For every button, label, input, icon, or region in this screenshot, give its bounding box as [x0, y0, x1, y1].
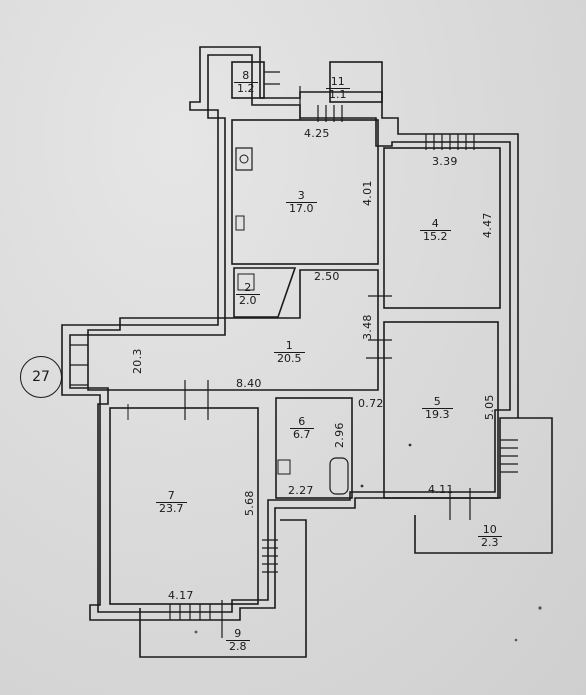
room-11-walls	[329, 61, 383, 103]
dim-2-96: 2.96	[333, 422, 346, 448]
dim-2-27: 2.27	[288, 484, 314, 497]
room-3-walls	[231, 119, 379, 265]
bathtub-icon	[329, 457, 349, 495]
room-7-walls	[109, 407, 259, 605]
dim-20-3: 20.3	[131, 348, 144, 374]
outer-wall-outer	[61, 46, 519, 621]
dim-3-39: 3.39	[432, 155, 458, 168]
dim-4-47: 4.47	[481, 212, 494, 238]
dim-5-68: 5.68	[243, 490, 256, 516]
dim-0-72: 0.72	[358, 397, 384, 410]
apartment-number-badge: 27	[20, 356, 62, 398]
balcony-9	[139, 519, 307, 658]
room-6-walls	[275, 397, 353, 499]
outer-wall-inner	[69, 54, 511, 613]
dim-8-40: 8.40	[236, 377, 262, 390]
balcony-10	[414, 417, 553, 554]
dim-4-25: 4.25	[304, 127, 330, 140]
dim-4-17: 4.17	[168, 589, 194, 602]
stove-icon	[235, 147, 253, 171]
washbasin-icon	[277, 459, 291, 475]
dim-4-11: 4.11	[428, 483, 454, 496]
toilet-icon	[237, 273, 255, 291]
dim-4-01: 4.01	[361, 180, 374, 206]
sink-icon	[235, 215, 245, 231]
dim-2-50: 2.50	[314, 270, 340, 283]
room-2-walls	[233, 267, 297, 318]
room-8-walls	[231, 61, 265, 99]
dim-3-48: 3.48	[361, 314, 374, 340]
dim-5-05: 5.05	[483, 394, 496, 420]
room-5-walls	[383, 321, 499, 499]
